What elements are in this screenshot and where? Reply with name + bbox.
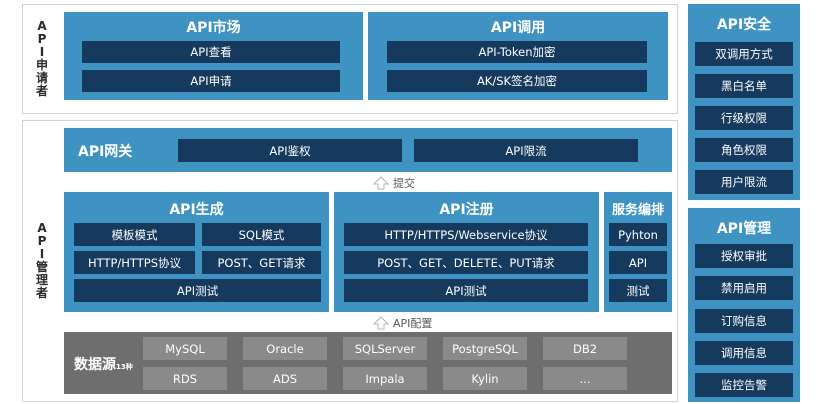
api-management-title: API管理 (716, 221, 772, 237)
api-token-button[interactable]: API-Token加密 (387, 41, 647, 63)
webservice-protocol-button[interactable]: HTTP/HTTPS/Webservice协议 (344, 223, 588, 246)
dual-invoke-button[interactable]: 双调用方式 (695, 42, 793, 66)
ds-postgresql[interactable]: PostgreSQL (443, 337, 527, 360)
ds-more[interactable]: ... (543, 367, 627, 390)
python-button[interactable]: Pyhton (609, 223, 667, 246)
aksk-sign-button[interactable]: AK/SK签名加密 (387, 70, 647, 92)
datasource-title: 数据源 (74, 357, 116, 373)
ds-sqlserver[interactable]: SQLServer (343, 337, 427, 360)
invoke-info-button[interactable]: 调用信息 (695, 341, 793, 365)
api-market-panel: API市场 API查看 API申请 (64, 12, 363, 100)
submit-label: 提交 (393, 177, 415, 190)
rest-methods-button[interactable]: POST、GET、DELETE、PUT请求 (344, 251, 588, 274)
orchestration-api-button[interactable]: API (609, 251, 667, 274)
api-management-panel: API管理 授权审批 禁用启用 订购信息 调用信息 监控告警 (688, 208, 800, 402)
role-permission-button[interactable]: 角色权限 (695, 138, 793, 162)
up-arrow-icon (373, 176, 389, 190)
api-generate-panel: API生成 模板模式 SQL模式 HTTP/HTTPS协议 POST、GET请求… (64, 192, 329, 312)
http-protocol-button[interactable]: HTTP/HTTPS协议 (74, 251, 195, 274)
ds-ads[interactable]: ADS (243, 367, 327, 390)
template-mode-button[interactable]: 模板模式 (74, 223, 195, 246)
api-security-panel: API安全 双调用方式 黑白名单 行级权限 角色权限 用户限流 (688, 4, 800, 200)
ds-oracle[interactable]: Oracle (243, 337, 327, 360)
monitor-alert-button[interactable]: 监控告警 (695, 373, 793, 397)
orchestration-panel: 服务编排 Pyhton API 测试 (604, 192, 672, 312)
api-security-title: API安全 (716, 17, 772, 33)
ds-impala[interactable]: Impala (343, 367, 427, 390)
api-invoke-title: API调用 (490, 20, 546, 36)
user-rate-limit-button[interactable]: 用户限流 (695, 170, 793, 194)
enable-disable-button[interactable]: 禁用启用 (695, 276, 793, 300)
up-arrow-icon (373, 316, 389, 330)
api-register-panel: API注册 HTTP/HTTPS/Webservice协议 POST、GET、D… (334, 192, 599, 312)
datasource-panel: 数据源13种 MySQL Oracle SQLServer PostgreSQL… (64, 332, 672, 394)
generate-test-button[interactable]: API测试 (74, 279, 321, 302)
api-gateway-title: API网关 (78, 144, 133, 160)
orchestration-test-button[interactable]: 测试 (609, 279, 667, 302)
ds-db2[interactable]: DB2 (543, 337, 627, 360)
api-gateway-panel: API网关 API鉴权 API限流 (64, 128, 672, 172)
subscription-info-button[interactable]: 订购信息 (695, 309, 793, 333)
api-view-button[interactable]: API查看 (82, 41, 340, 63)
config-indicator: API配置 (373, 316, 432, 330)
blackwhite-list-button[interactable]: 黑白名单 (695, 74, 793, 98)
ds-mysql[interactable]: MySQL (143, 337, 227, 360)
ds-rds[interactable]: RDS (143, 367, 227, 390)
row-permission-button[interactable]: 行级权限 (695, 106, 793, 130)
api-rate-limit-button[interactable]: API限流 (414, 139, 638, 162)
api-generate-title: API生成 (169, 202, 224, 218)
datasource-title-group: 数据源13种 (74, 354, 133, 374)
api-auth-button[interactable]: API鉴权 (178, 139, 402, 162)
config-label: API配置 (393, 317, 433, 330)
datasource-count: 13种 (116, 363, 133, 371)
post-get-button[interactable]: POST、GET请求 (202, 251, 321, 274)
api-invoke-panel: API调用 API-Token加密 AK/SK签名加密 (368, 12, 668, 100)
api-apply-button[interactable]: API申请 (82, 70, 340, 92)
api-market-title: API市场 (186, 20, 241, 36)
register-test-button[interactable]: API测试 (344, 279, 588, 302)
submit-indicator: 提交 (373, 176, 415, 190)
auth-approval-button[interactable]: 授权审批 (695, 244, 793, 268)
api-register-title: API注册 (439, 202, 494, 218)
ds-kylin[interactable]: Kylin (443, 367, 527, 390)
sql-mode-button[interactable]: SQL模式 (202, 223, 321, 246)
orchestration-title: 服务编排 (611, 203, 664, 218)
